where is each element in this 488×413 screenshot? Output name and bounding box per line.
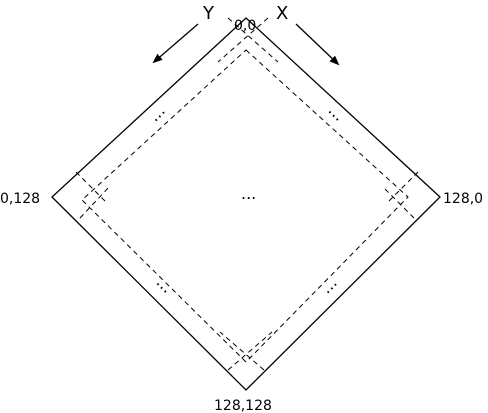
- left-dash-upper: [75, 171, 107, 203]
- ellipsis-lower-left: ...: [153, 273, 177, 297]
- corner-label-bottom: 128,128: [214, 398, 272, 413]
- right-dash-upper: [387, 171, 419, 203]
- x-axis-label: X: [276, 3, 288, 24]
- x-axis-arrow: [295, 23, 340, 66]
- top-dash-right: [217, 17, 269, 63]
- bottom-dash-right: [219, 331, 265, 371]
- ellipsis-upper-right: ...: [325, 101, 349, 125]
- ellipsis-lower-right: ...: [317, 273, 341, 297]
- outer-diamond: [51, 17, 441, 391]
- y-axis-label: Y: [202, 3, 215, 24]
- corner-label-left: 0,128: [0, 191, 40, 207]
- ellipsis-upper-left: ...: [145, 101, 169, 125]
- corner-label-top: 0,0: [234, 18, 256, 34]
- top-dash-left: [227, 17, 279, 63]
- inner-dashed-diamond: [81, 49, 409, 363]
- corner-dashed-segments: [75, 17, 419, 371]
- y-axis-arrow: [152, 23, 199, 64]
- right-dash-lower: [383, 187, 415, 219]
- ellipsis-center: ...: [241, 184, 256, 203]
- corner-label-right: 128,0: [443, 191, 483, 207]
- bottom-dash-left: [227, 331, 273, 371]
- left-dash-lower: [79, 185, 111, 219]
